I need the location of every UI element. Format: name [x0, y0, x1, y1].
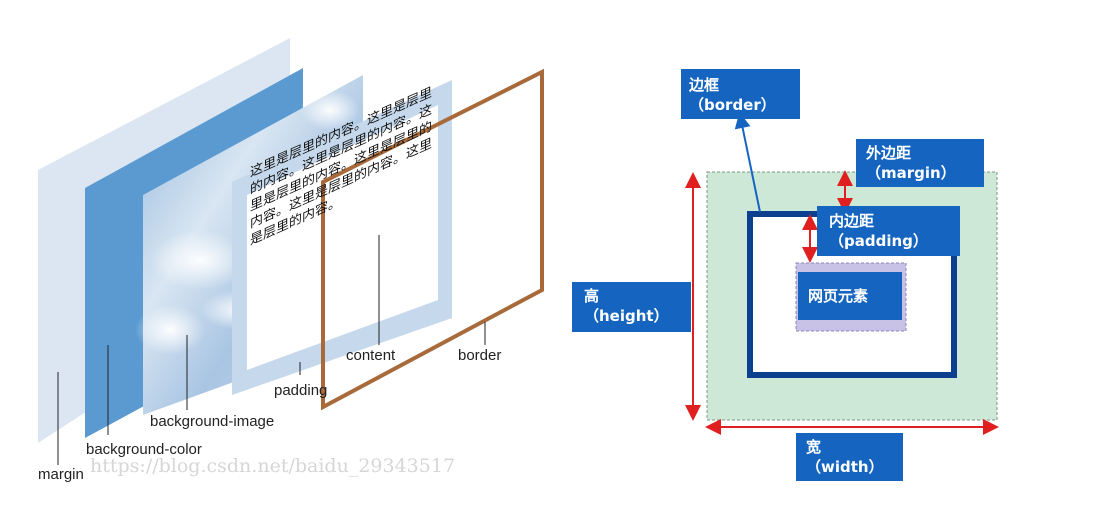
margin-label: margin	[38, 466, 84, 483]
margin-callout: 外边距 （margin）	[856, 139, 984, 187]
content-area	[247, 105, 438, 370]
border-label: border	[458, 347, 502, 364]
width-callout: 宽 （width）	[796, 433, 903, 481]
padding-callout: 内边距 （padding）	[817, 206, 960, 256]
border-frame	[321, 68, 544, 411]
background-color-label: background-color	[86, 441, 202, 458]
watermark-url: https://blog.csdn.net/baidu_29343517	[90, 455, 456, 477]
content-label: content	[346, 347, 396, 364]
element-callout: 网页元素	[798, 272, 902, 320]
height-callout: 高 （height）	[572, 282, 691, 332]
background-image-label: background-image	[150, 413, 275, 430]
border-callout: 边框 （border）	[681, 69, 800, 119]
border-pointer	[734, 112, 761, 213]
padding-label: padding	[274, 382, 328, 399]
